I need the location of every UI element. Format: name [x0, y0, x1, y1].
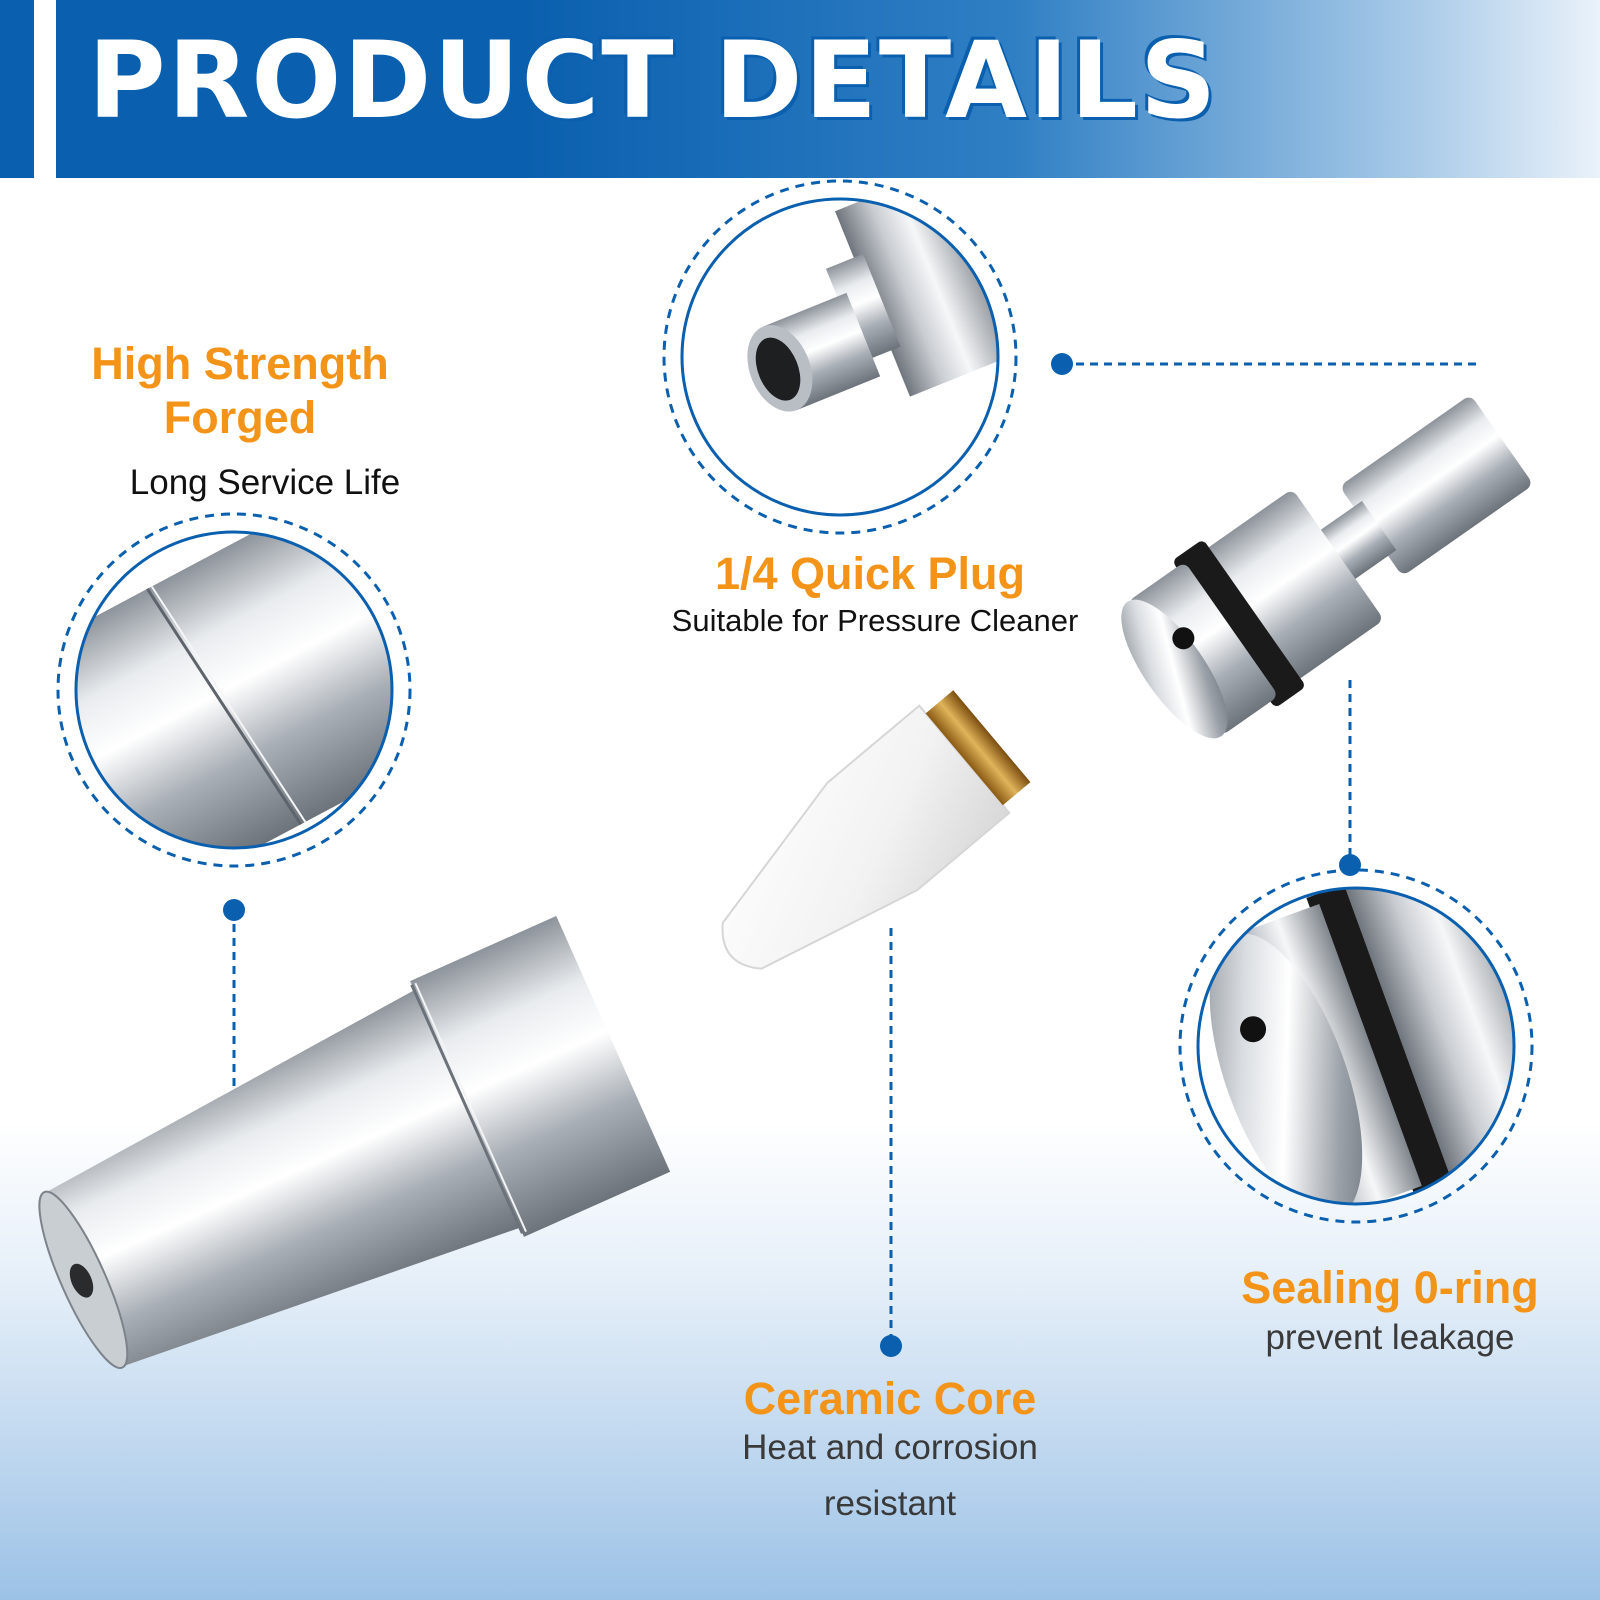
zoom-circle-forged-body: [56, 512, 412, 868]
high-strength-title-line1: High Strength: [91, 338, 389, 389]
sealing-subtitle: prevent leakage: [1265, 1318, 1515, 1357]
connector-ceramic: [880, 928, 902, 1357]
quick-plug-title: 1/4 Quick Plug: [714, 548, 1026, 599]
ceramic-subtitle-line2: resistant: [823, 1484, 957, 1523]
header-banner: [56, 0, 1600, 178]
quick-plug-assembly: [1121, 397, 1531, 739]
ceramic-core: [721, 690, 1031, 970]
zoom-circle-quick-plug: [662, 179, 1018, 535]
ceramic-subtitle-line1: Heat and corrosion: [742, 1428, 1038, 1467]
high-strength-subtitle: Long Service Life: [129, 463, 401, 502]
quick-plug-subtitle: Suitable for Pressure Cleaner: [671, 603, 1079, 638]
header-accent-strip: [0, 0, 34, 178]
connector-sealing: [1339, 680, 1361, 876]
high-strength-title-line2: Forged: [163, 392, 317, 443]
steel-nozzle-body: [38, 916, 671, 1369]
sealing-title: Sealing 0-ring: [1241, 1262, 1539, 1313]
connector-high-strength: [223, 899, 245, 1100]
zoom-circle-sealing-ring: [1178, 868, 1534, 1224]
page-title: PRODUCT DETAILS: [88, 19, 1219, 142]
ceramic-title: Ceramic Core: [743, 1373, 1037, 1424]
connector-quick-plug: [1051, 353, 1478, 375]
